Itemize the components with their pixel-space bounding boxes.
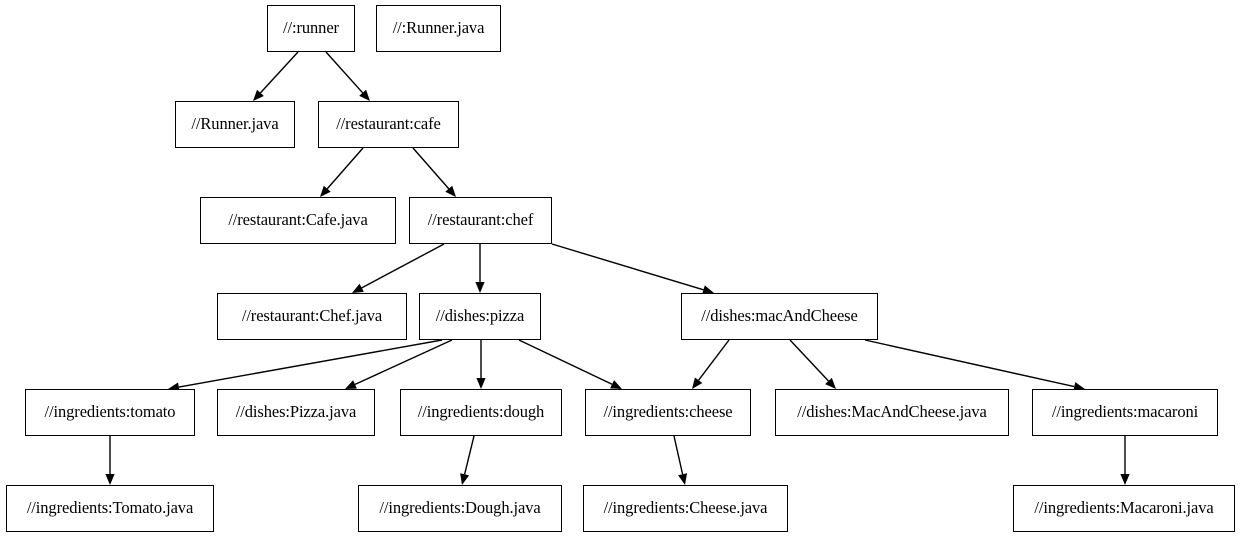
edge-arrowhead bbox=[476, 378, 486, 389]
graph-edge-restaurant_chef-to-chef_java bbox=[352, 243, 445, 293]
graph-edge-dishes_mac-to-ing_macaroni bbox=[864, 339, 1085, 392]
edge-arrowhead bbox=[105, 474, 115, 485]
graph-node-restaurant_cafe[interactable]: //restaurant:cafe bbox=[318, 101, 459, 148]
graph-edge-dishes_mac-to-mac_java bbox=[789, 339, 836, 389]
graph-node-cheese_java[interactable]: //ingredients:Cheese.java bbox=[583, 485, 788, 532]
graph-node-ing_cheese[interactable]: //ingredients:cheese bbox=[585, 389, 751, 436]
graph-node-dishes_mac[interactable]: //dishes:macAndCheese bbox=[681, 293, 878, 340]
graph-node-label: //ingredients:cheese bbox=[603, 402, 733, 422]
edge-arrowhead bbox=[253, 89, 264, 101]
graph-edge-dishes_pizza-to-ing_tomato bbox=[168, 339, 443, 392]
graph-edge-restaurant_cafe-to-cafe_java bbox=[320, 147, 364, 197]
graph-edge-runner-to-restaurant_cafe bbox=[325, 51, 370, 101]
graph-node-label: //restaurant:chef bbox=[427, 210, 534, 230]
edge-arrowhead bbox=[692, 377, 703, 389]
edge-arrowhead bbox=[1120, 474, 1130, 485]
graph-node-label: //restaurant:Cafe.java bbox=[228, 210, 368, 230]
graph-node-ing_tomato[interactable]: //ingredients:tomato bbox=[25, 389, 195, 436]
edge-arrowhead bbox=[678, 473, 688, 485]
edge-arrowhead bbox=[460, 473, 470, 485]
graph-node-ing_macaroni[interactable]: //ingredients:macaroni bbox=[1032, 389, 1218, 436]
edge-arrowhead bbox=[352, 283, 364, 293]
graph-node-pizza_java[interactable]: //dishes:Pizza.java bbox=[217, 389, 375, 436]
graph-edge-ing_cheese-to-cheese_java bbox=[673, 435, 688, 485]
edge-arrowhead bbox=[445, 185, 456, 197]
graph-node-label: //dishes:Pizza.java bbox=[235, 402, 357, 422]
graph-node-label: //ingredients:macaroni bbox=[1051, 402, 1199, 422]
graph-node-ing_dough[interactable]: //ingredients:dough bbox=[400, 389, 562, 436]
graph-node-cafe_java[interactable]: //restaurant:Cafe.java bbox=[200, 197, 396, 244]
graph-edge-restaurant_cafe-to-restaurant_chef bbox=[412, 147, 456, 197]
graph-node-label: //ingredients:Tomato.java bbox=[26, 498, 194, 518]
edge-arrowhead bbox=[825, 377, 836, 389]
graph-edge-restaurant_chef-to-dishes_pizza bbox=[475, 244, 485, 293]
graph-edge-dishes_pizza-to-ing_dough bbox=[476, 340, 486, 389]
graph-node-label: //restaurant:cafe bbox=[336, 114, 441, 134]
graph-node-label: //ingredients:dough bbox=[417, 402, 545, 422]
graph-node-label: //ingredients:Macaroni.java bbox=[1034, 498, 1214, 518]
graph-node-restaurant_chef[interactable]: //restaurant:chef bbox=[409, 197, 552, 244]
graph-node-runner_java_root[interactable]: //:Runner.java bbox=[376, 5, 501, 52]
graph-node-label: //:runner bbox=[283, 18, 339, 38]
graph-edge-restaurant_chef-to-dishes_mac bbox=[551, 243, 714, 295]
graph-edge-ing_tomato-to-tomato_java bbox=[105, 436, 115, 485]
edge-arrowhead bbox=[475, 282, 485, 293]
graph-node-label: //restaurant:Chef.java bbox=[241, 306, 383, 326]
graph-edge-dishes_pizza-to-pizza_java bbox=[345, 339, 453, 389]
graph-node-runner_java[interactable]: //Runner.java bbox=[175, 101, 295, 148]
graph-node-macaroni_java[interactable]: //ingredients:Macaroni.java bbox=[1013, 485, 1235, 532]
graph-node-label: //dishes:macAndCheese bbox=[701, 306, 858, 326]
graph-node-label: //ingredients:Dough.java bbox=[379, 498, 541, 518]
graph-node-label: //dishes:MacAndCheese.java bbox=[797, 402, 987, 422]
graph-node-label: //:Runner.java bbox=[392, 18, 485, 38]
edge-arrowhead bbox=[702, 285, 714, 295]
edge-arrowhead bbox=[359, 89, 370, 101]
graph-node-dough_java[interactable]: //ingredients:Dough.java bbox=[358, 485, 562, 532]
edge-arrowhead bbox=[320, 185, 331, 197]
graph-edge-ing_macaroni-to-macaroni_java bbox=[1120, 436, 1130, 485]
graph-node-label: //dishes:pizza bbox=[435, 306, 525, 326]
graph-node-label: //ingredients:tomato bbox=[44, 402, 176, 422]
graph-edge-dishes_mac-to-ing_cheese bbox=[692, 339, 730, 389]
graph-node-dishes_pizza[interactable]: //dishes:pizza bbox=[419, 293, 541, 340]
edge-arrowhead bbox=[1073, 382, 1085, 392]
graph-edge-runner-to-runner_java bbox=[253, 51, 299, 101]
graph-node-label: //Runner.java bbox=[191, 114, 279, 134]
edge-arrowhead bbox=[345, 380, 357, 389]
graph-edge-ing_dough-to-dough_java bbox=[460, 435, 475, 485]
graph-node-runner[interactable]: //:runner bbox=[267, 5, 355, 52]
graph-node-mac_java[interactable]: //dishes:MacAndCheese.java bbox=[775, 389, 1009, 436]
graph-node-label: //ingredients:Cheese.java bbox=[603, 498, 768, 518]
edge-arrowhead bbox=[610, 380, 622, 389]
graph-edge-dishes_pizza-to-ing_cheese bbox=[518, 339, 622, 389]
graph-node-chef_java[interactable]: //restaurant:Chef.java bbox=[217, 293, 407, 340]
graph-node-tomato_java[interactable]: //ingredients:Tomato.java bbox=[6, 485, 214, 532]
